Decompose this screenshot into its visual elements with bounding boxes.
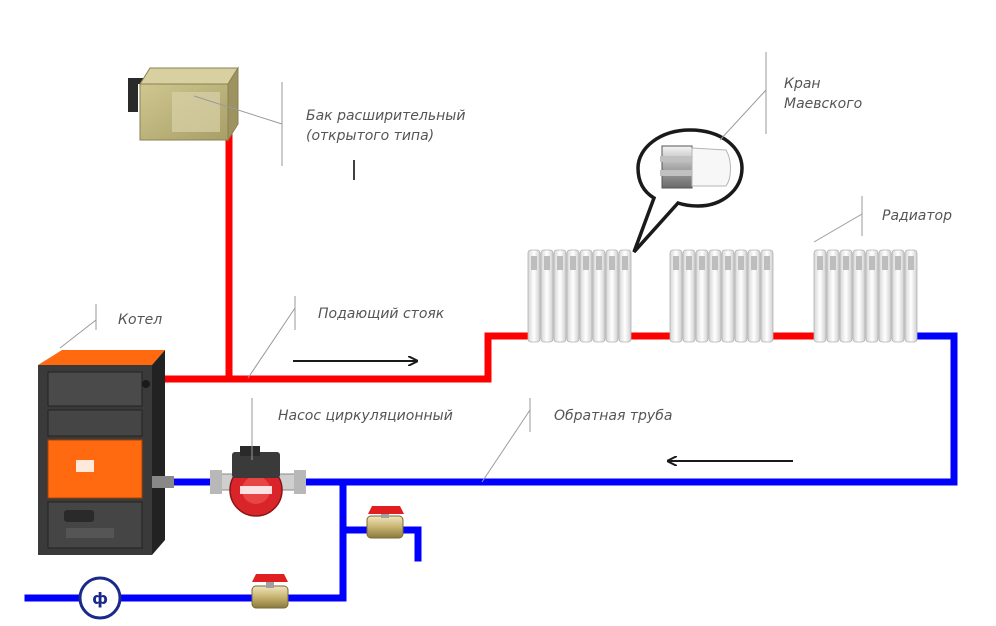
radiator-section	[721, 249, 735, 343]
radiator-section-top	[738, 256, 744, 270]
radiator	[527, 249, 632, 343]
radiator-section	[579, 249, 593, 343]
radiator-section-top	[869, 256, 875, 270]
radiator-section	[852, 249, 866, 343]
radiator-section-top	[673, 256, 679, 270]
radiator-icon	[527, 249, 918, 343]
return-pipe-label: Обратная труба	[554, 408, 673, 424]
radiator-section	[839, 249, 853, 343]
radiator-section-top	[751, 256, 757, 270]
radiator-section-top	[609, 256, 615, 270]
return-main-pipe	[156, 332, 958, 486]
filter-icon: ф	[78, 576, 122, 620]
radiator-section-top	[622, 256, 628, 270]
radiator-section	[682, 249, 696, 343]
radiator-section-top	[712, 256, 718, 270]
radiator-section-top	[908, 256, 914, 270]
radiator-section	[618, 249, 632, 343]
mayevsky-valve-label-line2: Маевского	[784, 96, 863, 112]
radiator-section	[605, 249, 619, 343]
radiator-section-top	[544, 256, 550, 270]
radiator	[669, 249, 774, 343]
mayevsky-valve-label-line1: Кран	[784, 76, 821, 92]
mayevsky-valve-label: Кран Маевского	[784, 74, 862, 114]
radiator-section	[527, 249, 541, 343]
radiator-section	[891, 249, 905, 343]
expansion-tank-icon	[128, 66, 239, 142]
circulation-pump-label: Насос циркуляционный	[278, 408, 453, 424]
radiator-section-top	[699, 256, 705, 270]
radiator-section-top	[817, 256, 823, 270]
radiator-section-top	[531, 256, 537, 270]
radiator-section	[566, 249, 580, 343]
boiler-label: Котел	[118, 312, 163, 328]
radiator-section-top	[570, 256, 576, 270]
radiator-section-top	[686, 256, 692, 270]
circulation-pump-icon	[210, 446, 306, 517]
radiator-section	[592, 249, 606, 343]
ball-valve-icon	[366, 506, 404, 539]
radiator-section	[878, 249, 892, 343]
radiator	[813, 249, 918, 343]
radiator-section-top	[895, 256, 901, 270]
radiator-section-top	[596, 256, 602, 270]
radiator-section	[747, 249, 761, 343]
expansion-tank-label: Бак расширительный (открытого типа)	[306, 106, 465, 146]
supply-pipes	[156, 124, 820, 383]
supply-main-pipe	[156, 332, 534, 383]
radiator-section-top	[725, 256, 731, 270]
radiator-section-top	[830, 256, 836, 270]
radiator-section	[826, 249, 840, 343]
radiator-section	[904, 249, 918, 343]
expansion-tank-label-line2: (открытого типа)	[306, 128, 435, 144]
radiator-section-top	[856, 256, 862, 270]
radiator-section	[734, 249, 748, 343]
boiler-icon	[38, 350, 174, 555]
radiator-section-top	[557, 256, 563, 270]
radiator-section	[669, 249, 683, 343]
radiator-section	[813, 249, 827, 343]
radiator-section	[760, 249, 774, 343]
ball-valve-icon	[251, 574, 289, 609]
expansion-tank-label-line1: Бак расширительный	[306, 108, 466, 124]
makeup-branch-pipe	[24, 478, 347, 602]
filter-symbol: ф	[92, 589, 108, 608]
radiator-section-top	[882, 256, 888, 270]
radiator-label: Радиатор	[882, 208, 952, 224]
radiator-section	[553, 249, 567, 343]
radiator-section-top	[764, 256, 770, 270]
radiator-section-top	[583, 256, 589, 270]
radiator-section	[865, 249, 879, 343]
mayevsky-valve-icon	[632, 128, 744, 254]
supply-riser-label: Подающий стояк	[318, 306, 445, 322]
leader-lines	[59, 52, 863, 483]
radiator-section-top	[843, 256, 849, 270]
radiator-section	[695, 249, 709, 343]
radiator-section	[708, 249, 722, 343]
radiator-section	[540, 249, 554, 343]
